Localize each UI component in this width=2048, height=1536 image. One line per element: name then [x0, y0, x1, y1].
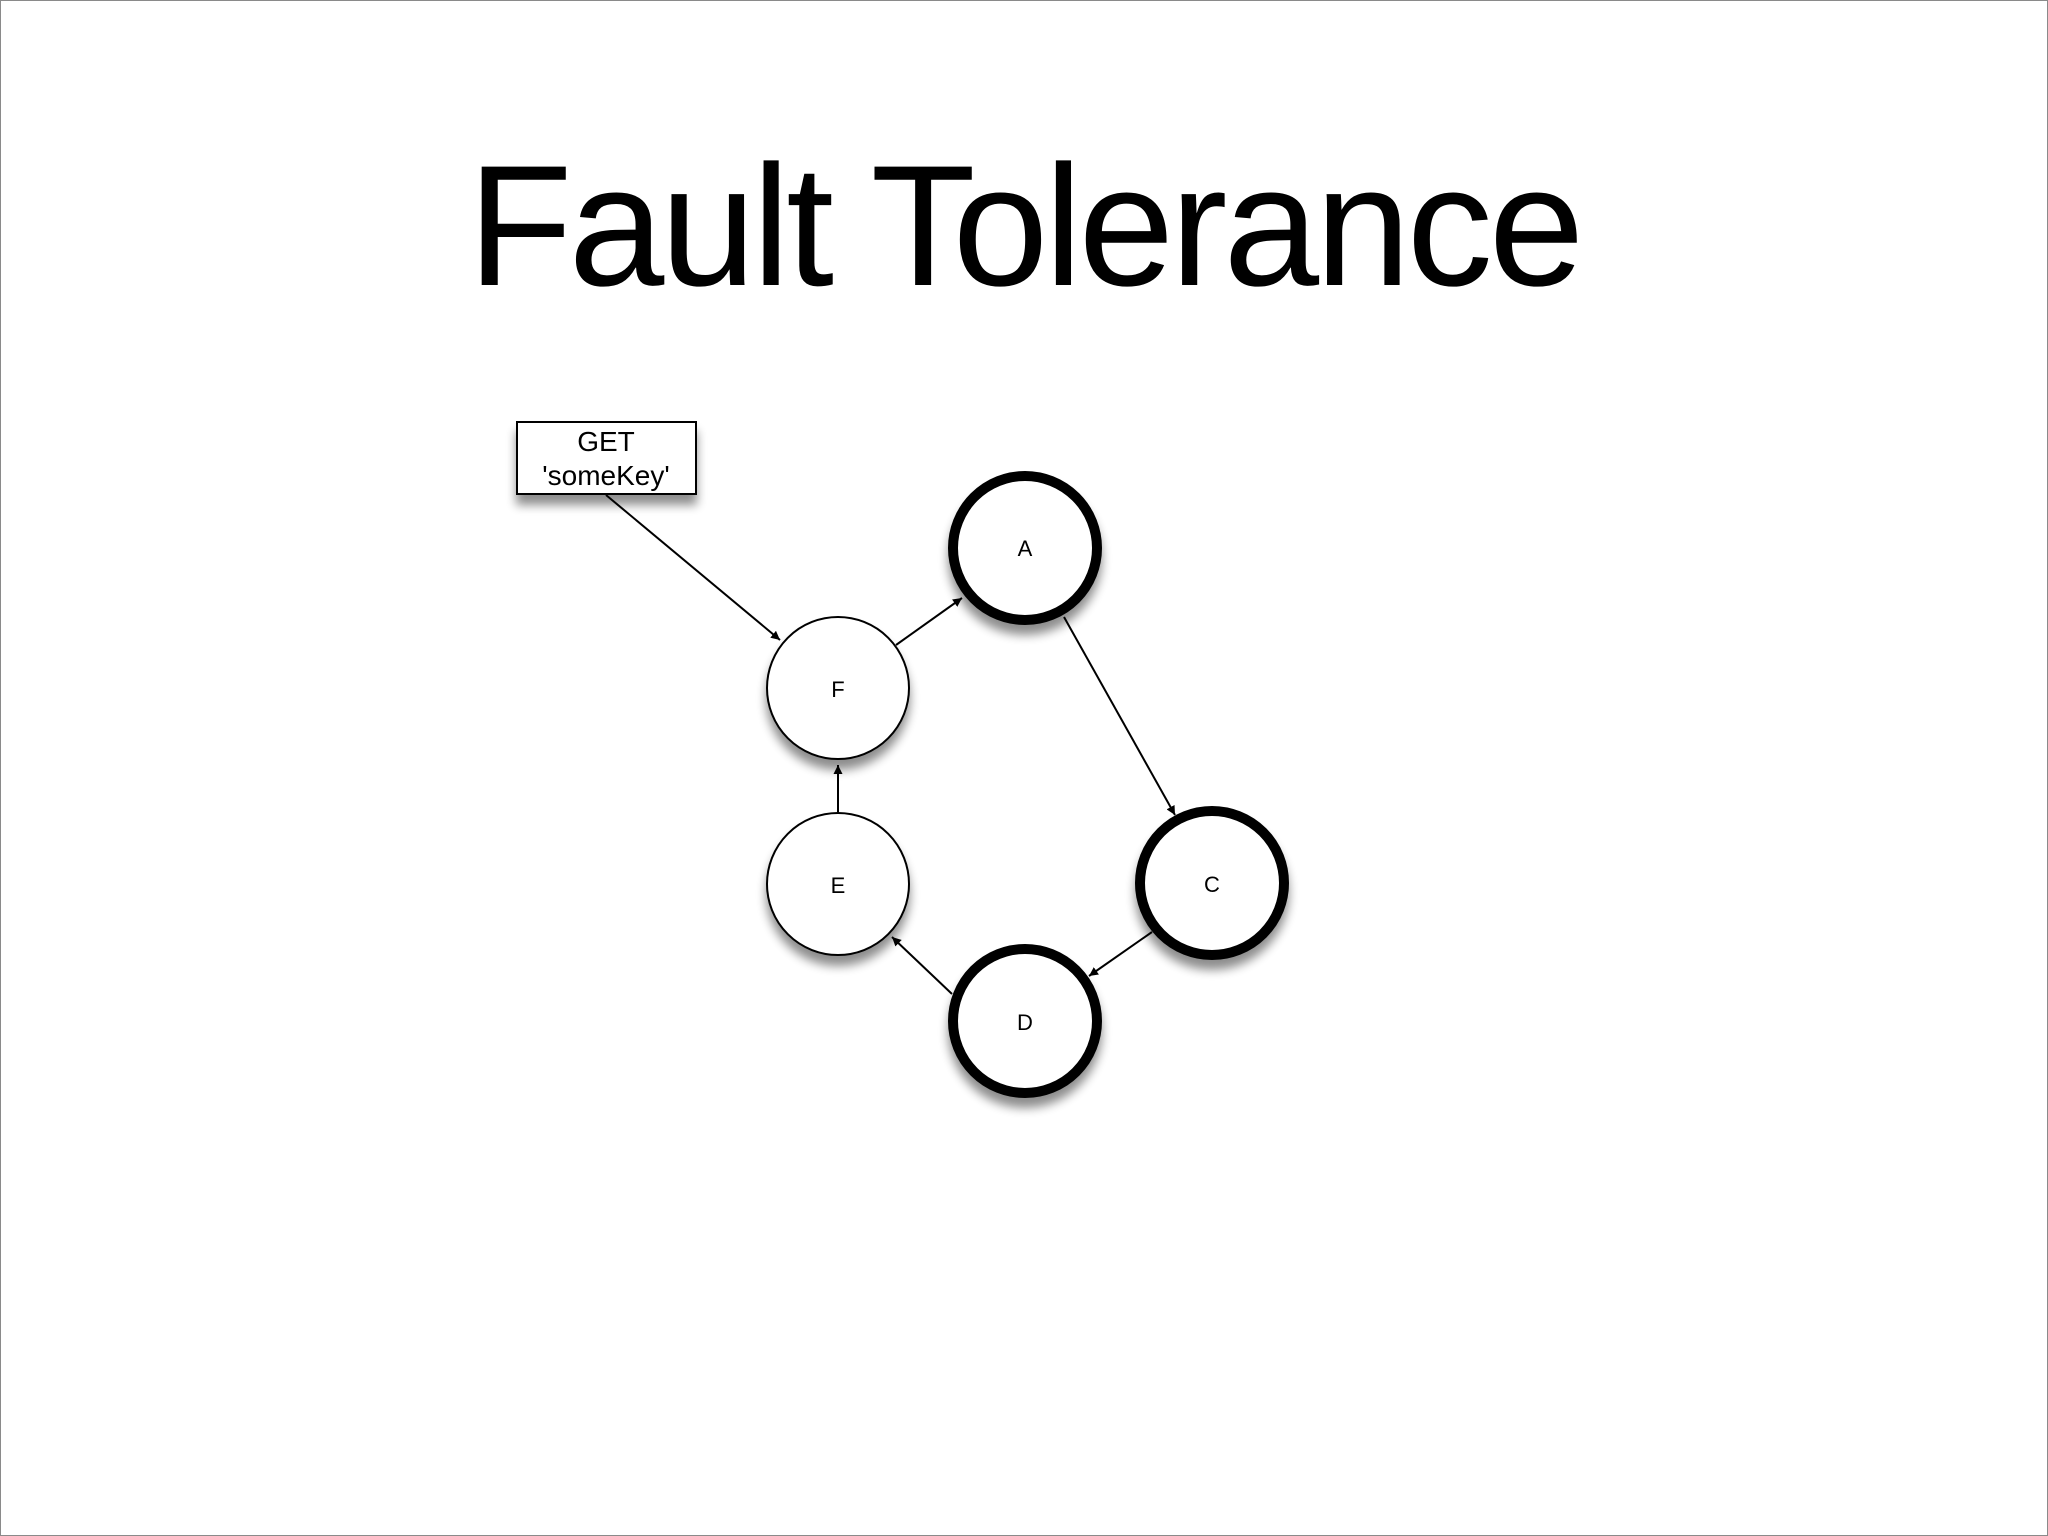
- node-a: A: [948, 471, 1102, 625]
- node-c-label: C: [1204, 872, 1220, 897]
- edge-a-to-c: [1063, 616, 1176, 816]
- node-c: C: [1135, 806, 1289, 960]
- node-d: D: [948, 944, 1102, 1098]
- node-a-label: A: [1018, 536, 1033, 561]
- node-d-label: D: [1017, 1010, 1033, 1035]
- edge-f-to-a: [895, 597, 963, 646]
- node-f: F: [766, 616, 910, 760]
- request-key-label: 'someKey': [542, 460, 669, 491]
- slide-title: Fault Tolerance: [467, 130, 1585, 322]
- request-box: GET 'someKey': [516, 421, 697, 495]
- edge-request-to-f: [605, 494, 781, 641]
- node-f-label: F: [831, 677, 844, 702]
- request-method-label: GET: [577, 426, 635, 457]
- edge-c-to-d: [1088, 931, 1153, 977]
- node-e-label: E: [831, 873, 846, 898]
- edge-d-to-e: [891, 936, 953, 995]
- edges: [605, 494, 1176, 995]
- node-e: E: [766, 812, 910, 956]
